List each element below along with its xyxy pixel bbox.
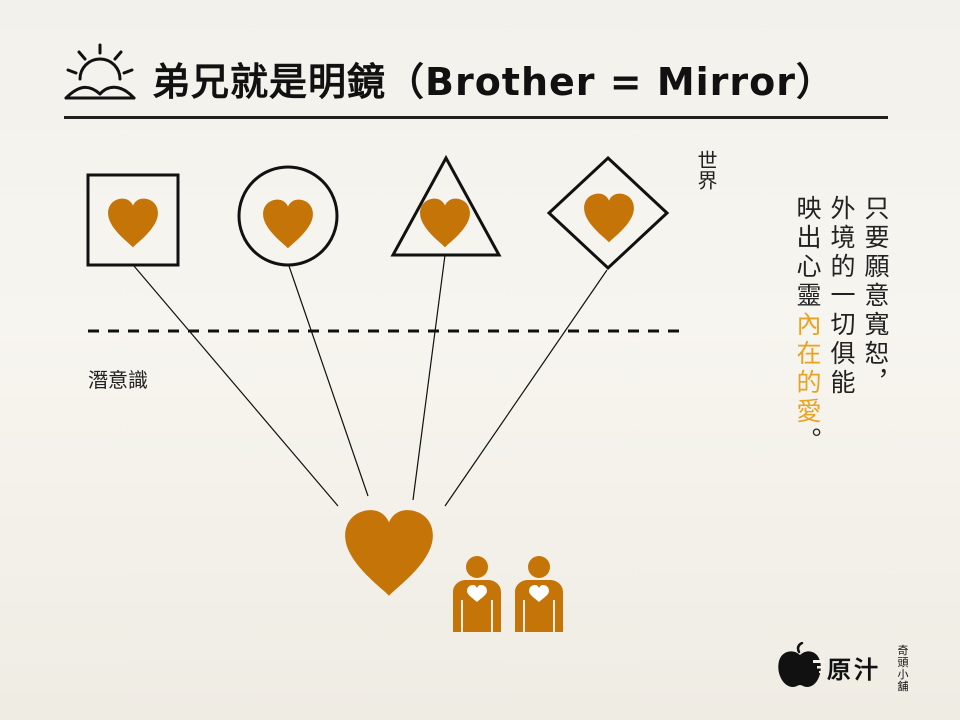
page-title: 弟兄就是明鏡（Brother = Mirror） (152, 60, 836, 104)
message-highlight: 內在的愛 (793, 311, 822, 427)
logo-small-text: 奇頭 小舖 (894, 645, 912, 693)
message-line-1: 只要願意寬恕， (861, 195, 890, 398)
circle-frame-heart (237, 165, 339, 267)
diamond-frame-heart (546, 155, 670, 271)
brand-logo: 原汁 奇頭 小舖 (775, 642, 925, 693)
connector-line-triangle (412, 254, 446, 501)
heart-icon (420, 198, 470, 248)
sun-rising-icon (64, 43, 136, 100)
message-line-3-prefix: 映出心靈 (793, 195, 822, 311)
square-frame-heart (86, 173, 180, 267)
message-line-2: 外境的一切俱能 (827, 195, 856, 398)
title-underline (64, 116, 888, 119)
connector-line-circle (288, 265, 369, 497)
triangle-frame-heart (390, 154, 502, 257)
logo-small-text-1: 奇頭 (897, 644, 909, 669)
heart-icon (584, 193, 634, 243)
heart-icon (108, 198, 158, 248)
square-frame (86, 173, 180, 267)
triangle-frame (390, 154, 502, 257)
apple-logo-icon (778, 642, 825, 687)
logo-small-text-2: 小舖 (897, 668, 909, 693)
subconscious-label: 潛意識 (88, 368, 148, 392)
logo-main-text: 原汁 (827, 655, 881, 684)
person-with-heart-icon (453, 556, 501, 632)
message-line-3: 映出心靈內在的愛。 (790, 195, 824, 525)
diamond-frame (546, 155, 670, 271)
inner-heart-icon (345, 510, 433, 596)
header: 弟兄就是明鏡（Brother = Mirror） (64, 34, 894, 124)
forgiveness-message: 只要願意寬恕， 外境的一切俱能 映出心靈內在的愛。 (790, 195, 892, 525)
person-with-heart-icon (515, 556, 563, 632)
message-line-3-suffix: 。 (793, 427, 822, 456)
heart-icon (263, 199, 313, 249)
connector-line-square (133, 265, 339, 507)
world-label: 世界 (694, 150, 718, 190)
circle-frame (237, 165, 339, 267)
connector-line-diamond (444, 269, 608, 507)
